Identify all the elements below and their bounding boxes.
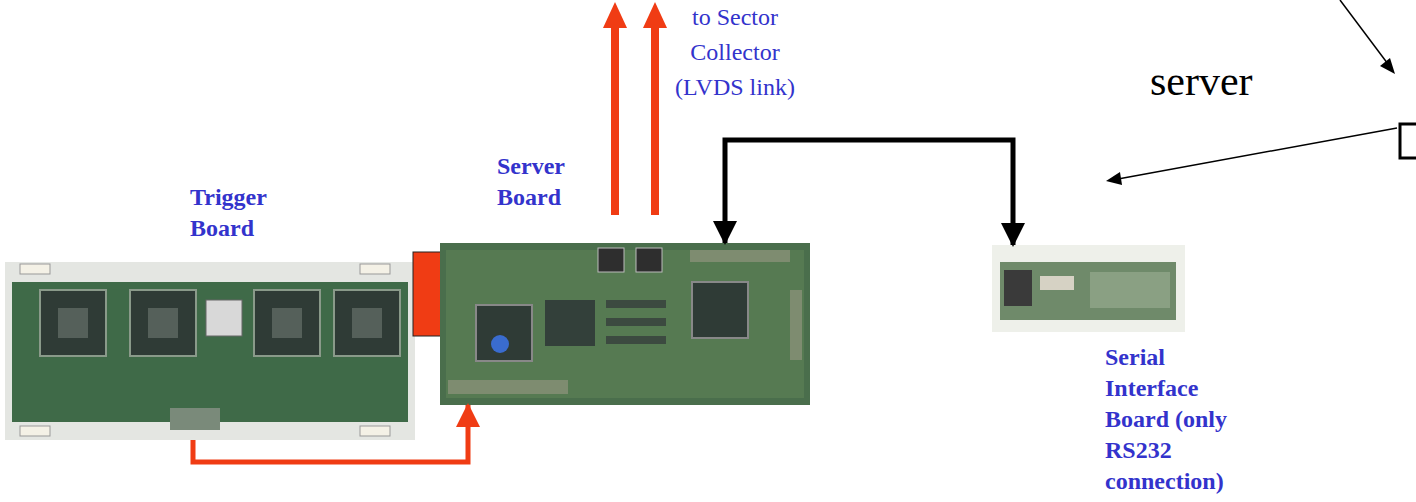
- chip: [206, 300, 242, 336]
- chip: [545, 300, 595, 346]
- board-connector: [413, 252, 441, 336]
- lvds-arrowhead: [603, 2, 627, 28]
- chip: [130, 290, 196, 356]
- chip-row: [606, 318, 666, 326]
- serial-board-photo: [992, 245, 1185, 332]
- connector: [20, 426, 50, 436]
- pcb: [12, 282, 408, 422]
- board-name: Trigger Board: [190, 182, 295, 244]
- callout-label: server: [1150, 56, 1290, 106]
- callout-leaders: [1106, 0, 1416, 185]
- header: [690, 250, 790, 262]
- leader-line: [1340, 0, 1388, 64]
- pcb: [440, 243, 810, 405]
- header: [448, 380, 568, 394]
- pcb-area: [1090, 272, 1170, 308]
- rj-connector: [636, 248, 662, 272]
- chip: [40, 290, 106, 356]
- leader-arrowhead: [1380, 58, 1395, 74]
- leader-line: [1118, 128, 1397, 179]
- link-note: to Sector Collector (LVDS link): [660, 0, 810, 105]
- lvds-arrow-shaft: [651, 26, 659, 215]
- trigger-board-photo: [5, 262, 415, 440]
- lvds-arrows: [603, 2, 667, 215]
- chip: [692, 282, 748, 338]
- circuit-board: Serial Interface Board (only RS232 conne…: [992, 245, 1185, 332]
- chip-die: [148, 308, 178, 338]
- battery: [491, 335, 509, 353]
- photo-ground: [992, 245, 1185, 332]
- circuit-board: Server Board: [440, 243, 810, 405]
- rs232-connector: [1004, 270, 1032, 306]
- header: [1040, 276, 1074, 290]
- connector: [20, 264, 50, 274]
- connector: [360, 426, 390, 436]
- board-link: [193, 405, 468, 462]
- chip-die: [58, 308, 88, 338]
- connector: [170, 408, 220, 430]
- chip-row: [606, 300, 666, 308]
- cut-off-icon: [1400, 124, 1416, 158]
- circuit-board: Trigger Board: [5, 262, 415, 440]
- chip: [254, 290, 320, 356]
- chip: [476, 305, 532, 361]
- lvds-arrow-shaft: [611, 26, 619, 215]
- chip: [334, 290, 400, 356]
- connector: [360, 264, 390, 274]
- board-name: Serial Interface Board (only RS232 conne…: [1105, 342, 1260, 497]
- chip-die: [272, 308, 302, 338]
- pcb-inner: [446, 250, 804, 398]
- board-link: [725, 140, 1013, 245]
- server-board-photo: [440, 243, 810, 405]
- rj-connector: [598, 248, 624, 272]
- board-name: Server Board: [497, 151, 592, 213]
- lvds-arrowhead: [643, 2, 667, 28]
- chip-row: [606, 336, 666, 344]
- board-frame: [5, 262, 415, 440]
- header: [790, 290, 802, 360]
- pcb: [1000, 262, 1176, 320]
- chip-die: [352, 308, 382, 338]
- leader-arrowhead: [1106, 172, 1122, 185]
